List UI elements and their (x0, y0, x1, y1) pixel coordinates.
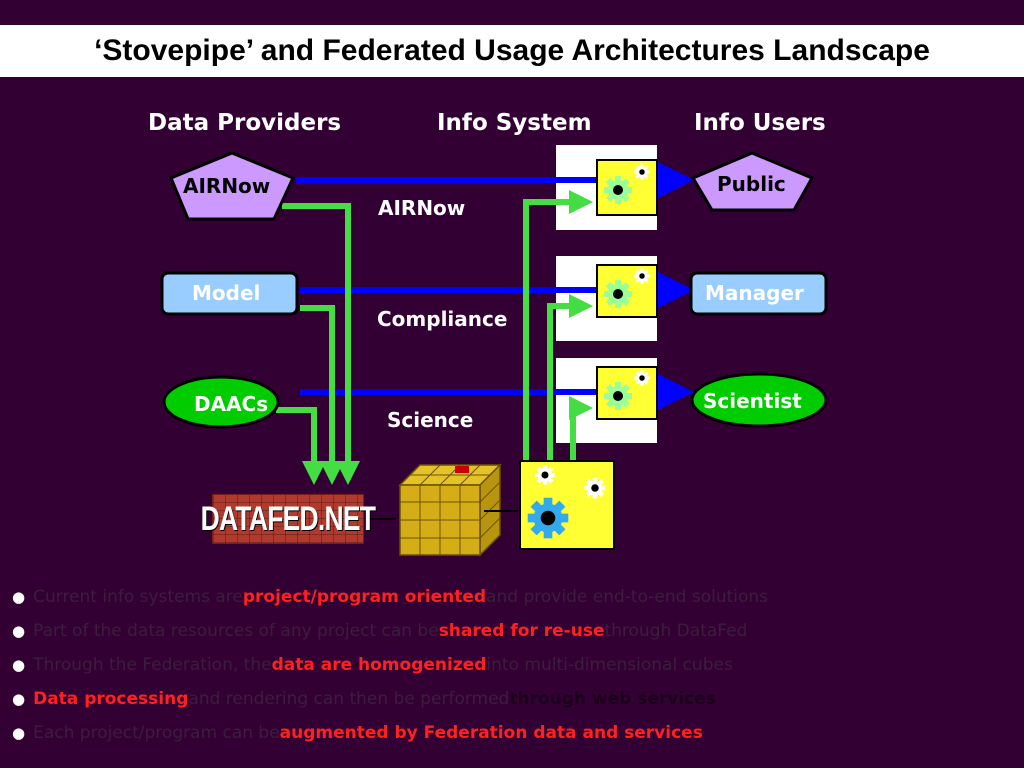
green-flow-model-datafed (300, 305, 344, 485)
bullet-dot-icon: ● (12, 588, 26, 606)
provider-daacs-ellipse (162, 375, 280, 429)
bullet-text-segment: into multi-dimensional cubes (486, 655, 733, 675)
bullet-text-segment: and provide end-to-end solutions (486, 587, 769, 607)
system-label-science: Science (387, 408, 474, 432)
provider-model-label: Model (192, 281, 261, 305)
bullet-text-segment: and rendering can then be performed (188, 689, 510, 709)
bullet-dot-icon: ● (12, 656, 26, 674)
system-label-airnow: AIRNow (378, 196, 466, 220)
processor-science (596, 366, 658, 420)
green-flow-service-airnow (523, 190, 593, 462)
data-cube-icon (398, 463, 502, 557)
bullet-dot-icon: ● (12, 690, 26, 708)
bullet-list: ● Current info systems are project/progra… (12, 580, 1017, 750)
user-manager-box (689, 271, 828, 316)
bullet-text-segment: shared for re-use (438, 621, 605, 641)
provider-daacs-label: DAACs (194, 392, 269, 416)
bullet-text-segment: augmented by Federation data and service… (279, 723, 703, 743)
bullet-dot-icon: ● (12, 724, 26, 742)
bullet-text-segment: data are homogenized (271, 655, 487, 675)
bullet-text-segment: Each project/program can be (33, 723, 280, 743)
processor-airnow (596, 159, 658, 216)
bullet-text-segment: project/program oriented (242, 587, 487, 607)
bullet-item: ● Data processing and rendering can then … (12, 682, 1017, 716)
system-label-compliance: Compliance (377, 307, 508, 331)
bullet-text-segment: Current info systems are (33, 587, 243, 607)
page-title: ‘Stovepipe’ and Federated Usage Architec… (94, 34, 930, 67)
bullet-item: ● Through the Federation, the data are ho… (12, 648, 1017, 682)
green-flow-service-compliance (547, 294, 593, 462)
bullet-text-segment: Part of the data resources of any projec… (33, 621, 439, 641)
bullet-item: ● Part of the data resources of any proje… (12, 614, 1017, 648)
user-public-label: Public (717, 172, 786, 196)
green-flow-airnow-datafed (282, 203, 360, 485)
user-manager-label: Manager (705, 281, 804, 305)
provider-airnow-pentagon (169, 151, 296, 221)
user-public-pentagon (690, 151, 815, 212)
green-flow-daacs-datafed (276, 407, 326, 485)
user-scientist-ellipse (690, 372, 828, 428)
bullet-text-segment: Data processing (33, 689, 189, 709)
bullet-dot-icon: ● (12, 622, 26, 640)
bullet-text-segment: through DataFed (604, 621, 748, 641)
column-header-providers: Data Providers (148, 110, 342, 136)
bullet-text-segment: Through the Federation, the (33, 655, 272, 675)
processor-compliance (596, 264, 658, 318)
datafed-logo-text: DATAFED.NET (200, 499, 376, 538)
datafed-logo: DATAFED.NET (201, 494, 376, 544)
federation-service-processor (519, 460, 615, 550)
bullet-item: ● Each project/program can be augmented b… (12, 716, 1017, 750)
green-flow-service-science (569, 396, 593, 462)
column-header-users: Info Users (694, 110, 826, 136)
bullet-text-segment: through web services (509, 689, 716, 709)
bullet-item: ● Current info systems are project/progra… (12, 580, 1017, 614)
column-header-system: Info System (437, 110, 592, 136)
user-scientist-label: Scientist (703, 389, 802, 413)
provider-model-box (160, 271, 299, 316)
provider-airnow-label: AIRNow (183, 174, 271, 198)
title-bar: ‘Stovepipe’ and Federated Usage Architec… (0, 25, 1024, 77)
